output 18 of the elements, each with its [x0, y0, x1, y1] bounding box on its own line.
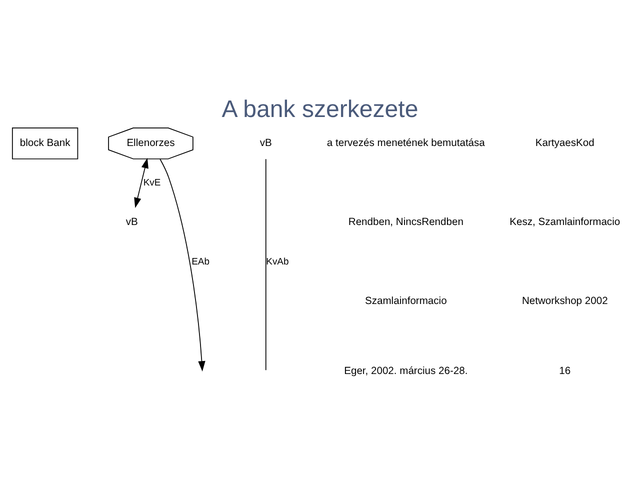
label: a tervezés menetének bemutatása: [326, 138, 485, 149]
label: Rendben, NincsRendben: [348, 216, 464, 228]
edge-label: KvE: [143, 176, 161, 188]
node-box: block Bank: [12, 127, 78, 159]
arrow: [160, 158, 206, 371]
node-text: vB: [260, 138, 272, 149]
edge-label: EAb: [192, 256, 210, 267]
label: Eger, 2002. március 26-28.: [344, 365, 468, 376]
diagram-title: A bank szerkezete: [222, 96, 418, 123]
arrow: [134, 157, 148, 208]
label: Kesz, Szamlainformacio: [510, 216, 620, 228]
label: Szamlainformacio: [365, 296, 447, 307]
edge-label: KvAb: [266, 256, 289, 267]
label: KartyaesKod: [535, 138, 594, 149]
node-text: vB: [126, 216, 138, 228]
label: Networkshop 2002: [522, 296, 608, 307]
connector: [265, 158, 266, 370]
label: 16: [559, 365, 571, 376]
